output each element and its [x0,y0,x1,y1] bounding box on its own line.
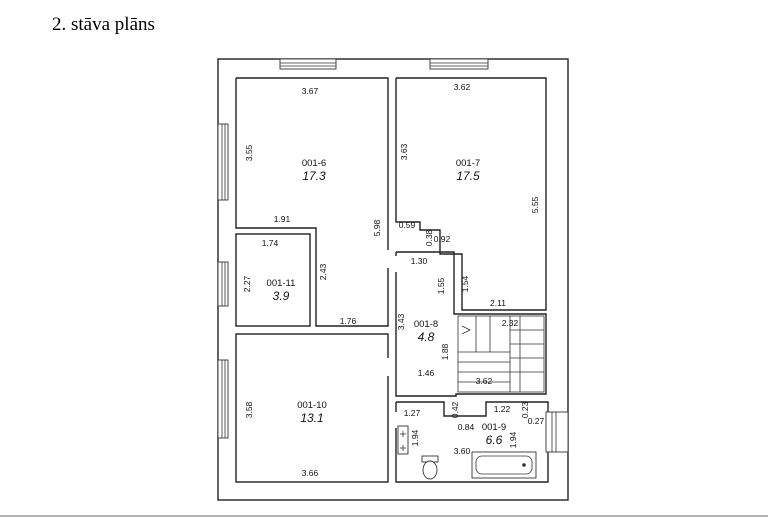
room-id-001-6: 001-6 [302,158,326,169]
dim-label: 1.22 [494,404,511,414]
dim-label: 1.27 [404,408,421,418]
toilet-fixture [421,455,439,480]
dim-label: 1.88 [440,343,450,360]
dim-label: 3.43 [396,313,406,330]
window-top-right [429,58,489,70]
dim-label: 0.84 [458,422,475,432]
room-001-6-outline [235,77,389,327]
dim-label: 5.55 [530,196,540,213]
dim-label: 1.54 [460,275,470,292]
room-area-001-6: 17.3 [302,169,326,183]
dim-label: 3.66 [302,468,319,478]
page-title: 2. stāva plāns [52,14,155,35]
dim-label: 3.58 [244,401,254,418]
room-id-001-9: 001-9 [482,422,506,433]
dim-label: 0.42 [450,401,460,418]
dim-label: 1.91 [274,214,291,224]
window-left-3 [217,359,229,439]
dim-label: 1.30 [411,256,428,266]
window-top-left [279,58,337,70]
dim-label: 0.59 [399,220,416,230]
dim-label: 1.94 [410,429,420,446]
room-area-001-8: 4.8 [418,330,435,344]
dim-label: 2.27 [242,275,252,292]
dim-label: 1.94 [508,431,518,448]
staircase [457,315,545,393]
dim-label: 3.60 [454,446,471,456]
window-left-1 [217,123,229,201]
bathtub-fixture [471,451,537,479]
door-gaps [386,250,398,428]
room-area-001-11: 3.9 [273,289,290,303]
dim-label: 3.55 [244,144,254,161]
room-id-001-8: 001-8 [414,319,438,330]
dim-label: 1.76 [340,316,357,326]
dim-label: 1.55 [436,277,446,294]
dim-label: 0.38 [424,229,434,246]
dim-label: 1.74 [262,238,279,248]
room-area-001-9: 6.6 [486,433,503,447]
dim-label: 1.46 [418,368,435,378]
room-001-8-outline [395,251,547,397]
room-001-9-outline [395,401,549,483]
dim-label: 0.92 [434,234,451,244]
room-id-001-11: 001-11 [267,278,296,289]
dim-label: 3.62 [476,376,493,386]
room-area-001-10: 13.1 [300,411,323,425]
sink-fixture [397,425,409,455]
dim-label: 3.63 [399,143,409,160]
dim-label: 2.32 [502,318,519,328]
dim-label: 2.11 [490,298,506,308]
room-001-11-outline [235,233,311,327]
room-001-7-outline [395,77,547,311]
room-id-001-7: 001-7 [456,158,480,169]
dim-label: 2.43 [318,263,328,280]
dim-label: 3.62 [454,82,471,92]
dim-label: 0.23 [520,401,530,418]
room-001-10-outline [235,333,389,483]
dim-label: 3.67 [302,86,319,96]
window-right [545,411,569,453]
room-id-001-10: 001-10 [297,400,327,411]
room-area-001-7: 17.5 [456,169,480,183]
window-left-2 [217,261,229,307]
dim-label: 0.27 [528,416,545,426]
dim-label: 5.98 [372,219,382,236]
